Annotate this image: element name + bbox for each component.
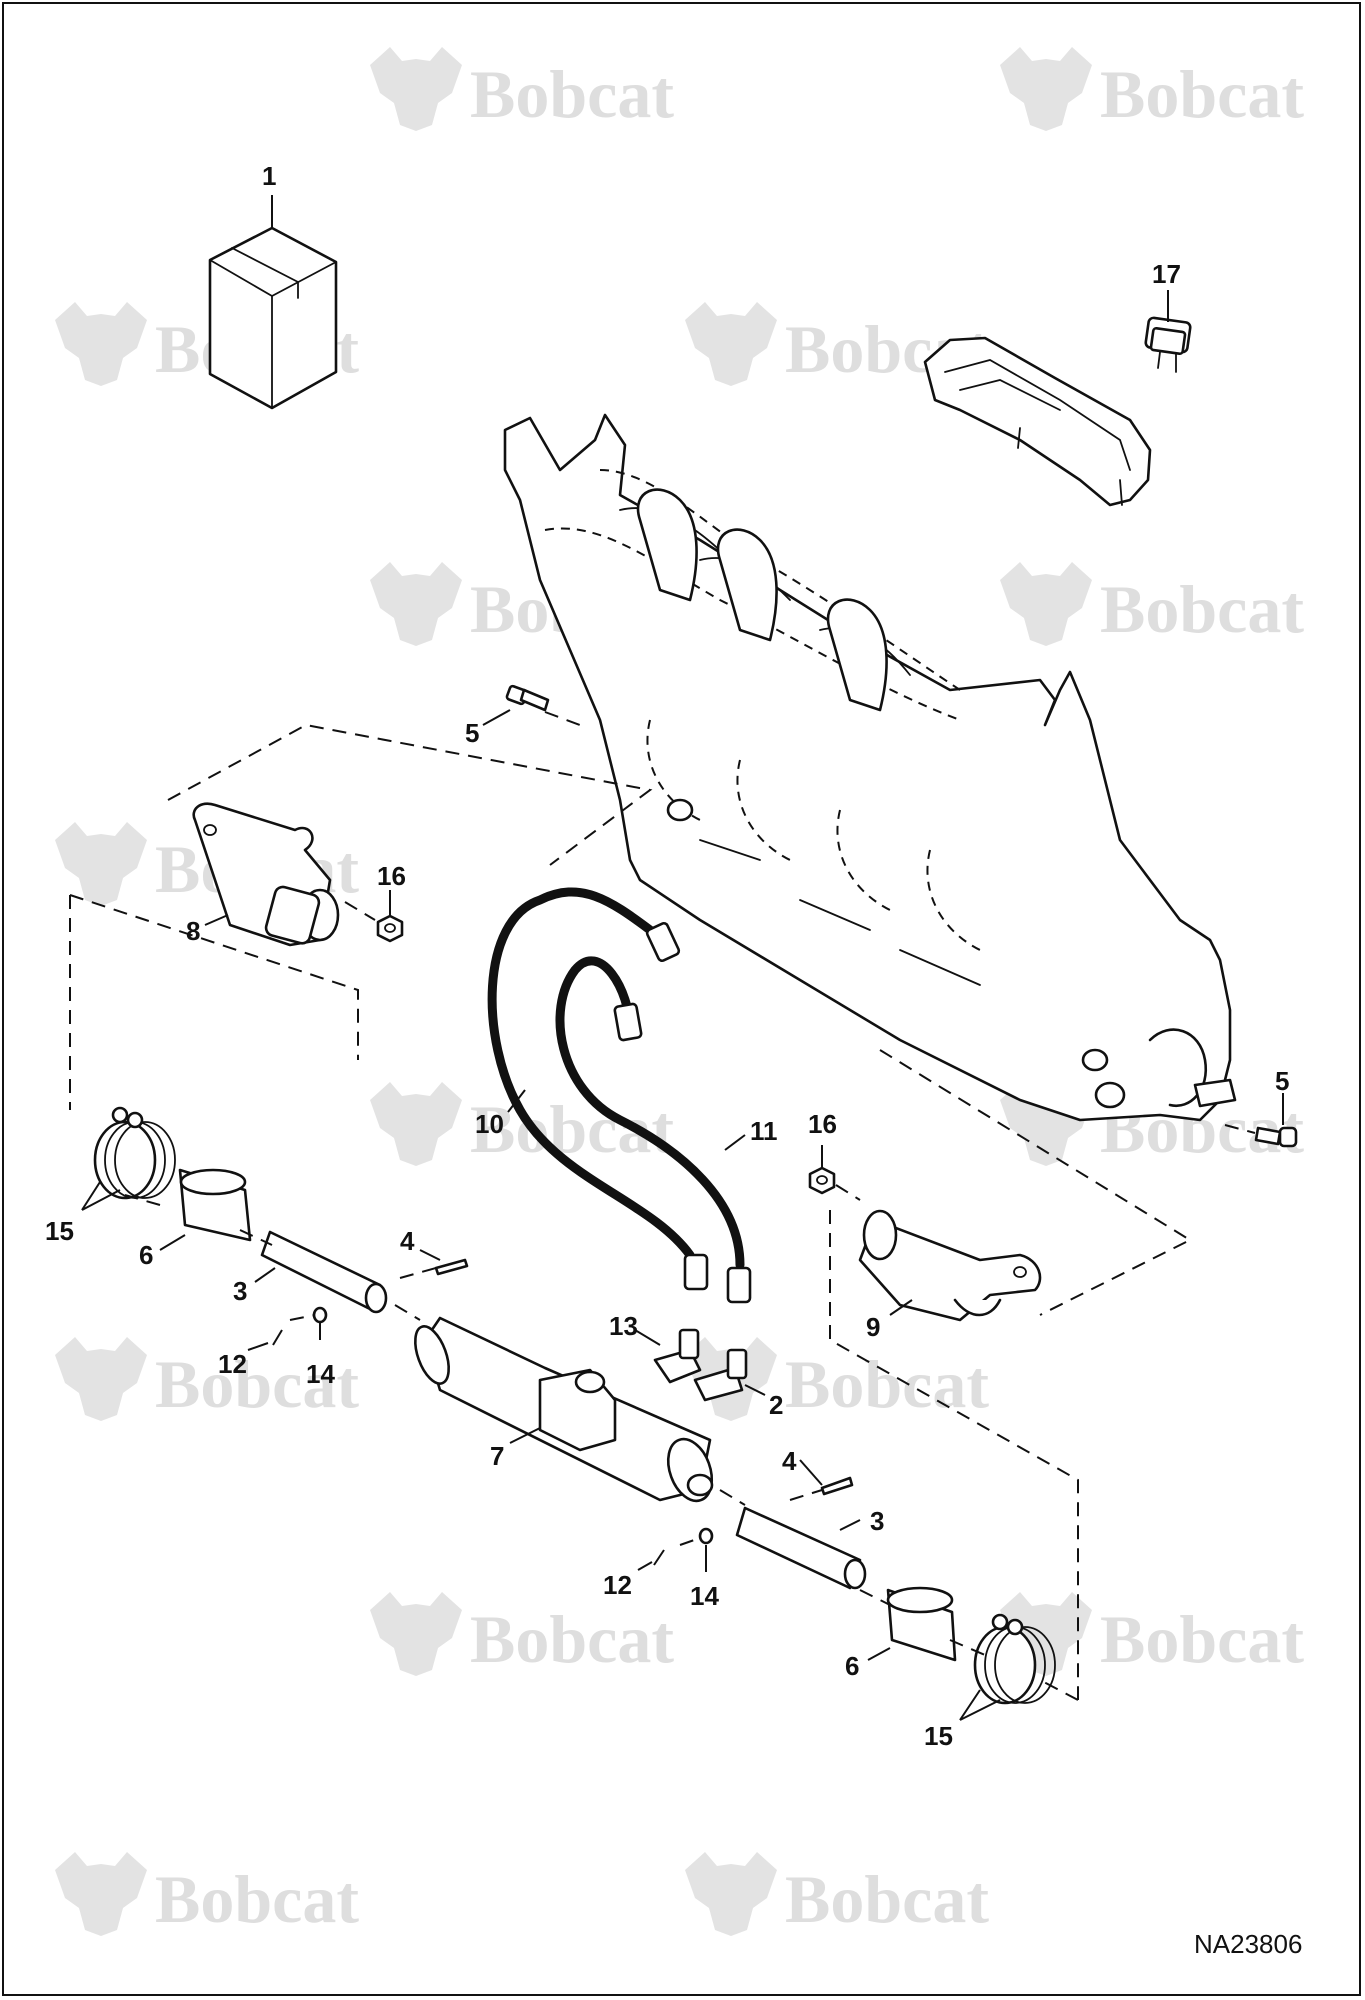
callout-12-lower: 12 [603, 1570, 632, 1600]
callout-7: 7 [490, 1441, 504, 1471]
bobcat-logo-icon [55, 1852, 147, 1936]
bobcat-logo-icon [55, 302, 147, 386]
callout-11: 11 [750, 1116, 778, 1146]
bobcat-logo-icon [370, 1592, 462, 1676]
part-4-roll-pin-lower [820, 1476, 854, 1496]
callout-9: 9 [866, 1312, 880, 1342]
watermark-text: Bobcat [1100, 56, 1304, 132]
callout-12-upper: 12 [218, 1349, 247, 1379]
part-5-bolt-lower [1254, 1126, 1298, 1148]
watermark-text: Bobcat [470, 1601, 674, 1677]
bobcat-watermark: Bobcat [370, 1082, 674, 1167]
part-3-pin-upper [260, 1230, 388, 1314]
part-15-clamp-upper [93, 1106, 176, 1200]
callout-2: 2 [769, 1390, 783, 1420]
callout-14-upper: 14 [306, 1359, 335, 1389]
mount-frame [503, 413, 1237, 1122]
watermark-text: Bobcat [155, 1346, 359, 1422]
callout-3-upper: 3 [233, 1276, 247, 1306]
bobcat-logo-icon [55, 1337, 147, 1421]
callout-17: 17 [1152, 259, 1181, 289]
callout-4-lower: 4 [782, 1446, 797, 1476]
callout-1: 1 [262, 161, 276, 191]
bobcat-watermark: Bobcat [1000, 1592, 1304, 1677]
bobcat-watermark: Bobcat [370, 1592, 674, 1677]
bobcat-watermark: Bobcat [55, 1852, 359, 1937]
watermark-text: Bobcat [1100, 571, 1304, 647]
bobcat-logo-icon [370, 47, 462, 131]
part-4-roll-pin-upper [434, 1258, 469, 1276]
bobcat-logo-icon [1000, 1592, 1092, 1676]
part-9-pin-mount-right [858, 1209, 1042, 1322]
bobcat-logo-icon [55, 822, 147, 906]
callout-5-upper: 5 [465, 718, 479, 748]
part-2-elbow-fitting [693, 1348, 748, 1402]
callout-6-lower: 6 [845, 1651, 859, 1681]
assembly-lines [69, 711, 1256, 1701]
bobcat-logo-icon [1000, 47, 1092, 131]
watermark-text: Bobcat [1100, 1601, 1304, 1677]
callout-5-lower: 5 [1275, 1066, 1289, 1096]
bobcat-logo-icon [685, 302, 777, 386]
part-8-pin-mount-left [192, 802, 340, 947]
watermark-text: Bobcat [155, 1861, 359, 1937]
watermark-text: Bobcat [785, 1346, 989, 1422]
callout-6-upper: 6 [139, 1240, 153, 1270]
callout-8: 8 [186, 916, 200, 946]
part-16-nut-left [376, 914, 404, 943]
bobcat-logo-icon [370, 1082, 462, 1166]
drawing-number: NA23806 [1194, 1929, 1302, 1959]
part-11-hose [555, 956, 752, 1304]
part-14-washer-lower [698, 1527, 714, 1545]
callout-4-upper: 4 [400, 1226, 415, 1256]
part-12-key-lower [653, 1549, 665, 1566]
bobcat-logo-icon [685, 1852, 777, 1936]
watermark-text: Bobcat [785, 1861, 989, 1937]
bobcat-watermark: Bobcat [685, 1852, 989, 1937]
part-16-nut-right [808, 1166, 836, 1195]
callout-labels: 1 17 5 16 8 5 10 11 16 15 6 4 3 13 9 12 … [45, 161, 1289, 1751]
part-3-pin-lower [735, 1506, 867, 1590]
callout-10: 10 [475, 1109, 504, 1139]
callout-16-right: 16 [808, 1109, 837, 1139]
part-6-bushing-upper [178, 1168, 252, 1242]
callout-3-lower: 3 [870, 1506, 884, 1536]
part-10-hose [487, 887, 709, 1291]
part-15-clamp-lower [973, 1613, 1056, 1705]
callout-15-lower: 15 [924, 1721, 953, 1751]
bobcat-logo-icon [1000, 562, 1092, 646]
bobcat-watermark: Bobcat [1000, 562, 1304, 647]
part-14-washer-upper [312, 1306, 328, 1324]
part-1-kit-box [208, 226, 338, 410]
watermark-text: Bobcat [470, 56, 674, 132]
callout-16-left: 16 [377, 861, 406, 891]
leader-lines [81, 195, 1284, 1721]
bobcat-watermark: Bobcat [1000, 47, 1304, 132]
part-5-bolt-upper [505, 684, 550, 712]
part-13-elbow-fitting [653, 1328, 702, 1384]
bobcat-watermark: Bobcat [370, 47, 674, 132]
part-7-cylinder [414, 1316, 714, 1503]
bobcat-watermark: Bobcat [55, 1337, 359, 1422]
bobcat-logo-icon [370, 562, 462, 646]
part-17-switch-panel [923, 316, 1192, 507]
callout-13: 13 [609, 1311, 638, 1341]
callout-15-upper: 15 [45, 1216, 74, 1246]
part-12-key-upper [272, 1329, 283, 1346]
callout-14-lower: 14 [690, 1581, 719, 1611]
part-6-bushing-lower [886, 1586, 957, 1662]
